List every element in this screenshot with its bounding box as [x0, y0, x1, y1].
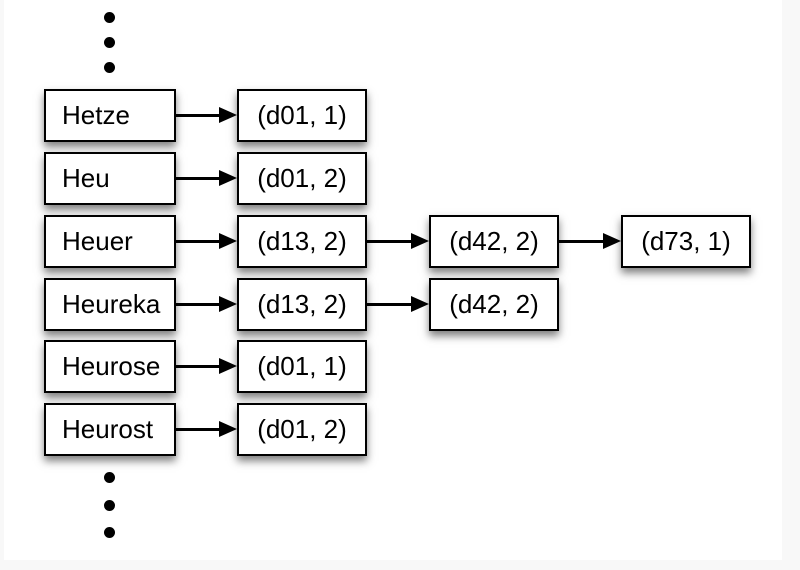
arrow-line	[367, 239, 414, 243]
diagram-canvas: Hetze (d01, 1) Heu (d01, 2) Heuer (d13, …	[4, 0, 782, 560]
arrow-line	[176, 239, 222, 243]
ellipsis-dot	[104, 500, 115, 511]
arrow	[367, 296, 429, 312]
arrow	[176, 233, 237, 249]
posting-box: (d01, 1)	[237, 89, 367, 142]
posting-box: (d01, 2)	[237, 152, 367, 205]
ellipsis-dot	[104, 527, 115, 538]
arrow-line	[176, 427, 222, 431]
arrow	[176, 107, 237, 123]
posting-box: (d13, 2)	[237, 278, 367, 331]
arrowhead-icon	[219, 233, 237, 249]
arrowhead-icon	[219, 296, 237, 312]
arrowhead-icon	[219, 358, 237, 374]
arrowhead-icon	[603, 233, 621, 249]
posting-box: (d42, 2)	[429, 215, 559, 268]
term-box-heuer: Heuer	[44, 215, 176, 268]
arrow-line	[367, 302, 414, 306]
arrowhead-icon	[411, 296, 429, 312]
posting-box: (d01, 2)	[237, 403, 367, 456]
term-box-heurost: Heurost	[44, 403, 176, 456]
term-box-heureka: Heureka	[44, 278, 176, 331]
ellipsis-dot	[104, 62, 115, 73]
arrow	[176, 296, 237, 312]
arrowhead-icon	[411, 233, 429, 249]
ellipsis-dot	[104, 12, 115, 23]
arrow-line	[176, 364, 222, 368]
arrow	[176, 358, 237, 374]
term-box-heu: Heu	[44, 152, 176, 205]
arrowhead-icon	[219, 107, 237, 123]
arrow	[367, 233, 429, 249]
arrow	[559, 233, 621, 249]
arrowhead-icon	[219, 421, 237, 437]
term-box-hetze: Hetze	[44, 89, 176, 142]
arrow	[176, 170, 237, 186]
posting-box: (d01, 1)	[237, 340, 367, 393]
posting-box: (d73, 1)	[621, 215, 751, 268]
term-box-heurose: Heurose	[44, 340, 176, 393]
arrowhead-icon	[219, 170, 237, 186]
arrow-line	[176, 302, 222, 306]
arrow-line	[176, 113, 222, 117]
ellipsis-dot	[104, 37, 115, 48]
ellipsis-dot	[104, 472, 115, 483]
arrow-line	[559, 239, 606, 243]
posting-box: (d42, 2)	[429, 278, 559, 331]
arrow-line	[176, 176, 222, 180]
arrow	[176, 421, 237, 437]
posting-box: (d13, 2)	[237, 215, 367, 268]
